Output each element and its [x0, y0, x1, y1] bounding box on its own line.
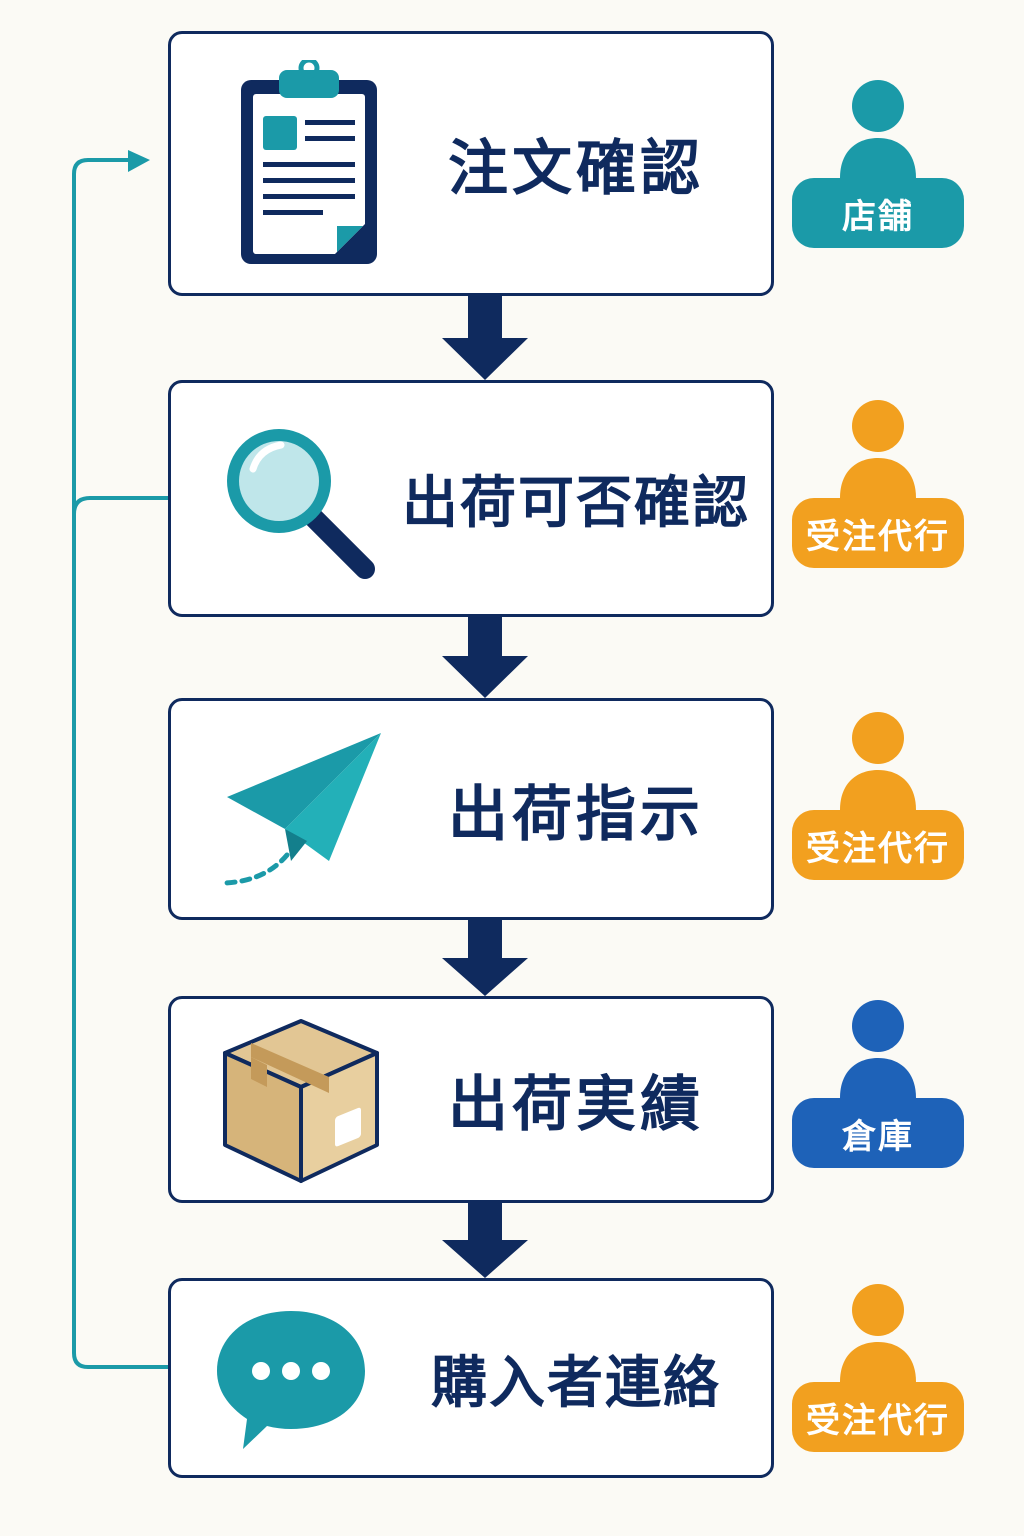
step-title: 出荷指示 — [448, 779, 704, 850]
actor-badge: 店舗 — [792, 178, 964, 248]
step-title: 購入者連絡 — [431, 1350, 721, 1416]
magnifier-icon — [227, 429, 375, 579]
actor-store: 店舗 — [792, 78, 964, 248]
actor-warehouse: 倉庫 — [792, 998, 964, 1168]
step-buyer-contact: 購入者連絡 — [168, 1278, 774, 1478]
actor-badge: 受注代行 — [792, 1382, 964, 1452]
step-shipping-results: 出荷実績 — [168, 996, 774, 1203]
actor-order-agency: 受注代行 — [792, 1282, 964, 1452]
step-title: 出荷可否確認 — [402, 471, 750, 536]
feedback-line — [72, 158, 168, 1369]
actor-order-agency: 受注代行 — [792, 710, 964, 880]
step-shipping-instruction: 出荷指示 — [168, 698, 774, 920]
actor-badge: 受注代行 — [792, 498, 964, 568]
step-order-confirmation: 注文確認 — [168, 31, 774, 296]
down-arrow-icon — [442, 617, 528, 698]
person-icon — [840, 712, 916, 810]
down-arrow-icon — [442, 920, 528, 996]
paper-plane-icon — [222, 733, 381, 886]
person-icon — [840, 1284, 916, 1382]
step-shipping-availability-check: 出荷可否確認 — [168, 380, 774, 617]
actor-order-agency: 受注代行 — [792, 398, 964, 568]
package-box-icon — [223, 1019, 379, 1183]
down-arrow-icon — [442, 296, 528, 380]
actor-badge: 倉庫 — [792, 1098, 964, 1168]
feedback-branch-line — [72, 496, 168, 515]
feedback-arrowhead-icon — [128, 150, 150, 172]
down-arrow-icon — [442, 1203, 528, 1278]
person-icon — [840, 80, 916, 178]
chat-bubble-icon — [217, 1311, 365, 1449]
step-title: 出荷実績 — [448, 1070, 704, 1140]
actor-badge: 受注代行 — [792, 810, 964, 880]
step-title: 注文確認 — [448, 134, 704, 204]
person-icon — [840, 400, 916, 498]
person-icon — [840, 1000, 916, 1098]
clipboard-icon — [241, 60, 377, 264]
